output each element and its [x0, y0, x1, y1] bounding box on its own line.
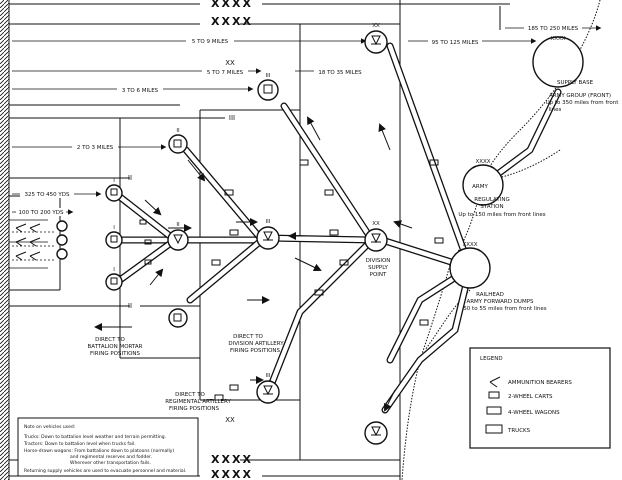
- battalion-boundary-symbol-lower: II: [128, 302, 132, 310]
- division-boundary-symbol-lower: XX: [225, 416, 235, 424]
- svg-text:II: II: [176, 128, 180, 134]
- army-boundary-top: XXXX: [211, 0, 253, 10]
- svg-text:XX: XX: [372, 23, 380, 29]
- front-line-hatching: [0, 0, 9, 480]
- svg-text:Horse-drawn wagons: From batta: Horse-drawn wagons: From battalions down…: [24, 448, 174, 454]
- svg-text:Wherever other transportation: Wherever other transportation fails.: [70, 460, 151, 466]
- vehicle-icons: [139, 159, 444, 401]
- direct-regt-label3: FIRING POSITIONS: [169, 406, 220, 412]
- supply-base-sub1: ARMY GROUP (FRONT): [549, 93, 611, 99]
- battalion-top-node[interactable]: II: [168, 128, 188, 154]
- supply-base-sub3: lines: [549, 107, 562, 113]
- supply-base-title: SUPPLY BASE: [557, 80, 594, 86]
- svg-text:Note on vehicles used:: Note on vehicles used:: [24, 424, 75, 430]
- direct-regt-label1: DIRECT TO: [175, 392, 205, 398]
- regiment-bottom-node[interactable]: III: [256, 373, 280, 404]
- railhead-dumps-label: ARMY FORWARD DUMPS: [466, 299, 534, 305]
- two-wheel-cart-icon: [488, 391, 500, 399]
- svg-text:I: I: [113, 225, 115, 231]
- ammunition-bearers-icon: [489, 376, 501, 388]
- battalion-bottom-node[interactable]: [168, 308, 188, 328]
- supply-base-node[interactable]: [532, 36, 584, 88]
- legend-item-bearers: AMMUNITION BEARERS: [508, 380, 572, 386]
- direct-mortar-label3: FIRING POSITIONS: [90, 351, 141, 357]
- division-supply-label3: POINT: [370, 272, 387, 278]
- army-boundary-upper: XXXX: [211, 15, 253, 28]
- division-top-node[interactable]: XX: [364, 23, 388, 54]
- direct-regt-label2: REGIMENTAL ARTILLERY: [165, 399, 231, 405]
- svg-text:XX: XX: [372, 221, 380, 227]
- legend-item-trucks: TRUCKS: [507, 428, 531, 434]
- distance-18-35-miles: 18 TO 35 MILES: [318, 70, 362, 76]
- regulating-station-label: REGULATING: [474, 197, 509, 203]
- legend: LEGEND AMMUNITION BEARERS 2-WHEEL CARTS …: [469, 347, 611, 449]
- army-boundary-lower: XXXX: [211, 453, 253, 466]
- vehicle-notes: Note on vehicles used: Trucks: Down to b…: [17, 417, 199, 477]
- svg-text:I: I: [113, 267, 115, 273]
- division-supply-label2: SUPPLY: [368, 265, 388, 271]
- svg-text:III: III: [266, 219, 271, 225]
- regulating-station-echelon: XXXX: [475, 159, 490, 165]
- direct-arty-label2: DIVISION ARTILLERY: [228, 341, 284, 347]
- svg-text:and regimental reserves and fo: and regimental reserves and fodder.: [70, 454, 152, 460]
- supply-base-sub2: Up to 350 miles from front: [546, 100, 620, 106]
- distance-5-7-miles: 5 TO 7 MILES: [207, 70, 244, 76]
- svg-text:Returning supply vehicles are: Returning supply vehicles are used to ev…: [24, 468, 186, 474]
- regulating-station-node[interactable]: [462, 164, 504, 206]
- army-boundary-bottom: XXXX: [211, 468, 253, 480]
- svg-text:II: II: [176, 222, 180, 228]
- distance-measurements: [12, 25, 602, 215]
- direct-mortar-label2: BATTALION MORTAR: [88, 344, 143, 350]
- regiment-boundary-symbol: III: [229, 114, 235, 122]
- railway-branch: [479, 149, 561, 181]
- regiment-center-node[interactable]: III: [256, 219, 280, 250]
- division-supply-point[interactable]: XX: [364, 221, 388, 252]
- legend-title: LEGEND: [480, 356, 503, 362]
- frontline-positions: [12, 220, 68, 261]
- distance-3-6-miles: 3 TO 6 MILES: [122, 88, 159, 94]
- svg-text:III: III: [266, 73, 271, 79]
- direct-arty-label3: FIRING POSITIONS: [230, 348, 281, 354]
- railhead-label: RAILHEAD: [476, 292, 504, 298]
- company-center-node[interactable]: I: [105, 225, 123, 249]
- direct-mortar-label1: DIRECT TO: [95, 337, 125, 343]
- company-top-node[interactable]: I: [105, 178, 123, 202]
- flow-arrows: [94, 116, 413, 412]
- legend-item-wagons: 4-WHEEL WAGONS: [508, 410, 560, 416]
- four-wheel-wagon-icon: [486, 406, 502, 415]
- distance-2-3-miles: 2 TO 3 MILES: [77, 145, 114, 151]
- railhead-node[interactable]: [449, 247, 491, 289]
- regulating-army-label: ARMY: [472, 184, 488, 190]
- division-boundary-symbol: XX: [225, 59, 235, 67]
- railway-line: [401, 0, 601, 480]
- distance-185-250-miles: 185 TO 250 MILES: [528, 26, 579, 32]
- truck-icon: [485, 424, 503, 434]
- svg-text:III: III: [266, 373, 271, 379]
- division-bottom-node[interactable]: [364, 421, 388, 445]
- distance-95-125-miles: 95 TO 125 MILES: [432, 40, 479, 46]
- direct-arty-label1: DIRECT TO: [233, 334, 263, 340]
- supply-base-echelon: XXXX: [550, 36, 565, 42]
- svg-text:Trucks: Down to battalion leve: Trucks: Down to battalion level weather …: [23, 434, 166, 440]
- railhead-sub: 50 to 55 miles from front lines: [463, 306, 546, 312]
- regiment-top-node[interactable]: III: [257, 73, 279, 101]
- distance-5-9-miles: 5 TO 9 MILES: [192, 39, 229, 45]
- distance-325-450-yds: 325 TO 450 YDS: [24, 192, 70, 198]
- distance-100-200-yds: 100 TO 200 YDS: [18, 210, 64, 216]
- svg-text:Tractors: Down to battalion le: Tractors: Down to battalion level when t…: [23, 441, 136, 447]
- regulating-station-sub: Up to 150 miles from front lines: [458, 212, 545, 218]
- railhead-echelon: XXXX: [462, 242, 477, 248]
- battalion-boundary-symbol: II: [128, 174, 132, 182]
- battalion-center-node[interactable]: II: [167, 222, 189, 251]
- svg-text:I: I: [113, 178, 115, 184]
- company-bottom-node[interactable]: I: [105, 267, 123, 291]
- regulating-station-label2: STATION: [480, 204, 503, 210]
- division-supply-label: DIVISION: [366, 258, 391, 264]
- legend-item-carts: 2-WHEEL CARTS: [508, 394, 553, 400]
